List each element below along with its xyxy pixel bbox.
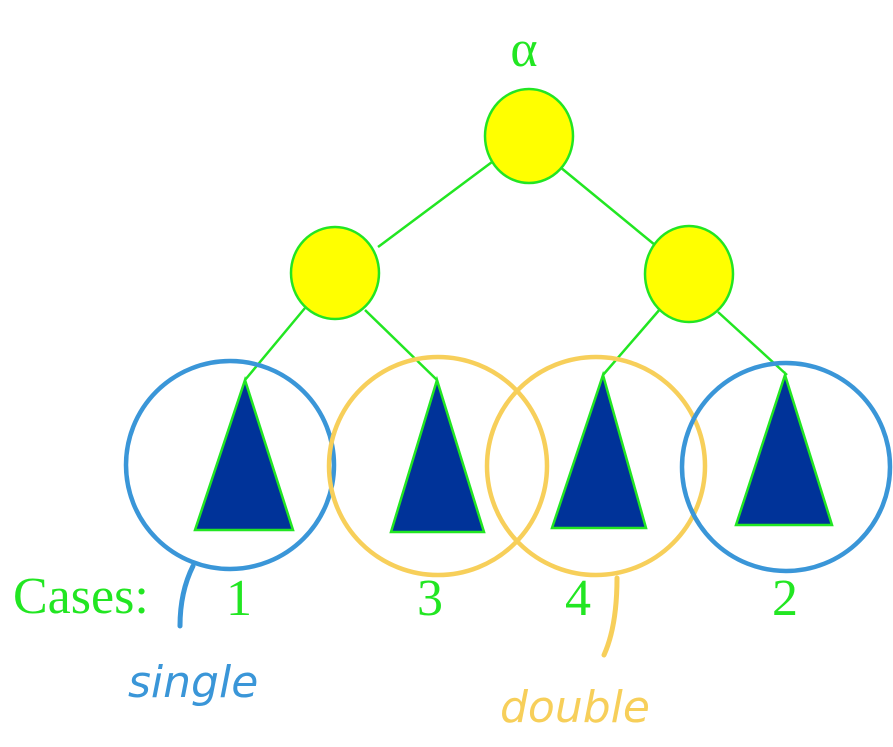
subtree-case-4 xyxy=(550,370,648,530)
case-label-2: 2 xyxy=(772,570,798,627)
case-circles xyxy=(123,354,893,578)
edge-right-subtree-4 xyxy=(602,307,662,376)
double-circle-case-4 xyxy=(484,354,708,578)
single-circle-case-2 xyxy=(679,360,893,574)
case-label-1: 1 xyxy=(226,570,252,627)
edge-left-subtree-3 xyxy=(364,309,438,381)
single-pointer-stroke xyxy=(177,563,196,629)
left-child-node xyxy=(289,225,381,321)
root-node xyxy=(483,87,575,185)
root-label: α xyxy=(510,21,537,78)
edge-left-subtree-1 xyxy=(244,307,306,381)
case-labels: 1 3 4 2 xyxy=(226,570,798,627)
double-annotation: double xyxy=(500,682,650,733)
edge-root-left xyxy=(377,160,493,249)
subtree-case-3 xyxy=(389,375,486,534)
tree-nodes xyxy=(289,87,735,324)
single-circle-case-1 xyxy=(123,358,337,572)
subtree-case-1 xyxy=(193,375,295,532)
edge-root-right xyxy=(559,166,656,246)
case-label-4: 4 xyxy=(565,570,591,627)
right-child-node xyxy=(643,224,735,324)
case-label-3: 3 xyxy=(417,570,443,627)
subtree-case-2 xyxy=(734,370,834,527)
cases-prefix: Cases: xyxy=(13,568,149,625)
double-pointer-stroke xyxy=(601,575,620,658)
subtrees xyxy=(193,370,834,534)
single-annotation: single xyxy=(128,657,258,708)
tree-edges xyxy=(244,160,788,381)
double-circle-case-3 xyxy=(326,354,550,578)
